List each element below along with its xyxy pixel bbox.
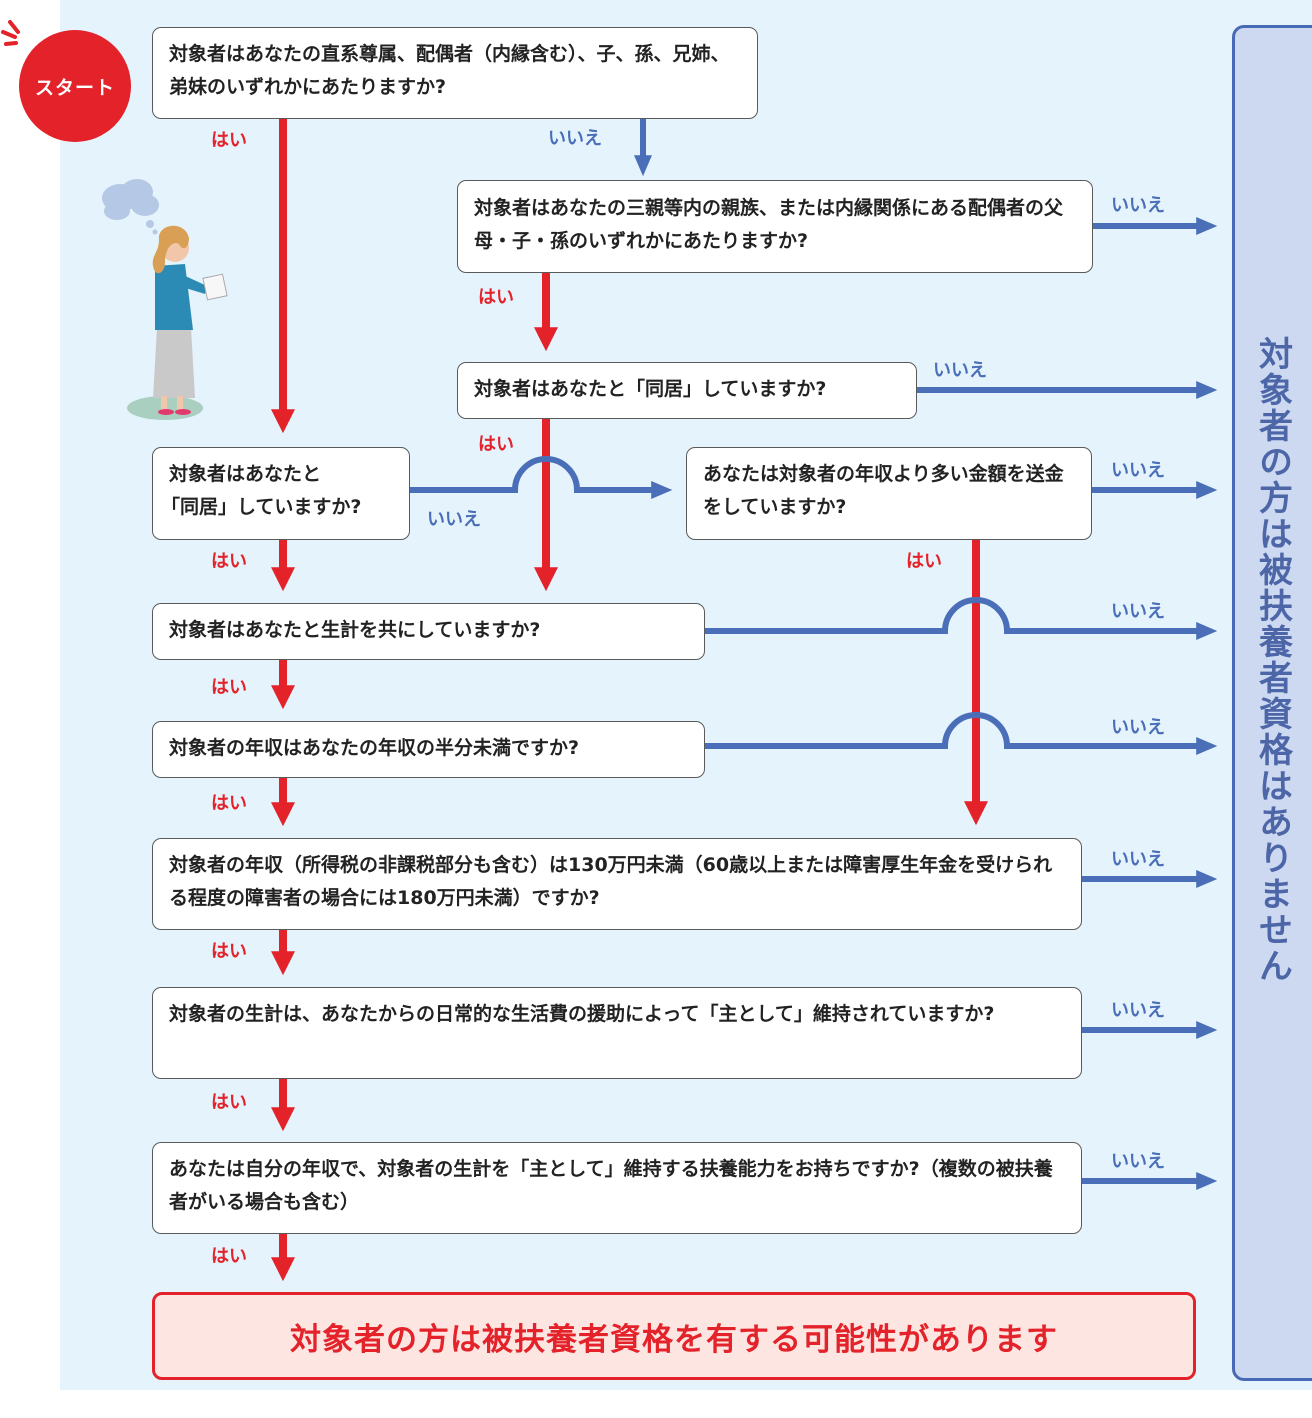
question-q4: 対象者はあなたと 「同居」していますか? (152, 447, 410, 540)
question-q10: あなたは自分の年収で、対象者の生計を「主として」維持する扶養能力をお持ちですか?… (152, 1142, 1082, 1234)
yes-label-q4: はい (211, 551, 247, 572)
no-arrow-q7 (705, 712, 1218, 755)
question-q7: 対象者の年収はあなたの年収の半分未満ですか? (152, 721, 705, 778)
no-label-q9: いいえ (1111, 1000, 1165, 1021)
question-q6: 対象者はあなたと生計を共にしていますか? (152, 603, 705, 660)
yes-label-q7: はい (211, 793, 247, 814)
yes-label-q8: はい (211, 941, 247, 962)
no-arrow-q6 (705, 597, 1218, 640)
no-label-q2: いいえ (1111, 195, 1165, 216)
woman-illustration (102, 179, 228, 420)
no-label-q5: いいえ (1111, 460, 1165, 481)
result-eligible: 対象者の方は被扶養者資格を有する可能性があります (152, 1292, 1196, 1380)
no-label-q8: いいえ (1111, 849, 1165, 870)
yes-label-q10: はい (211, 1246, 247, 1267)
question-q4-line1: 対象者はあなたと (169, 463, 322, 485)
no-label-q7: いいえ (1111, 717, 1165, 738)
yes-label-q5: はい (906, 551, 942, 572)
result-not-eligible-panel (1232, 25, 1312, 1381)
no-label-q4: いいえ (427, 509, 481, 530)
question-q5: あなたは対象者の年収より多い金額を送金をしていますか? (686, 447, 1092, 540)
yes-label-q9: はい (211, 1092, 247, 1113)
yes-label-q6: はい (211, 677, 247, 698)
yes-label-q3: はい (478, 434, 514, 455)
no-label-q6: いいえ (1111, 601, 1165, 622)
question-q8: 対象者の年収（所得税の非課税部分も含む）は130万円未満（60歳以上または障害厚… (152, 838, 1082, 930)
yes-label-q1: はい (211, 130, 247, 151)
question-q9: 対象者の生計は、あなたからの日常的な生活費の援助によって「主として」維持されてい… (152, 987, 1082, 1079)
start-badge: スタート (19, 30, 131, 142)
question-q2: 対象者はあなたの三親等内の親族、または内縁関係にある配偶者の父母・子・孫のいずれ… (457, 180, 1093, 273)
no-label-q3: いいえ (933, 360, 987, 381)
question-q4-line2: 「同居」していますか? (161, 496, 362, 518)
result-not-eligible-text: 対象者の方は被扶養者資格はありません (1252, 336, 1293, 984)
no-label-q10: いいえ (1111, 1151, 1165, 1172)
no-arrow-q4 (410, 456, 673, 499)
start-burst-icon (1, 20, 20, 46)
question-q1: 対象者はあなたの直系尊属、配偶者（内縁含む）、子、孫、兄姉、弟妹のいずれかにあた… (152, 27, 758, 119)
yes-label-q2: はい (478, 287, 514, 308)
question-q3: 対象者はあなたと「同居」していますか? (457, 362, 917, 419)
no-label-q1: いいえ (548, 128, 602, 149)
